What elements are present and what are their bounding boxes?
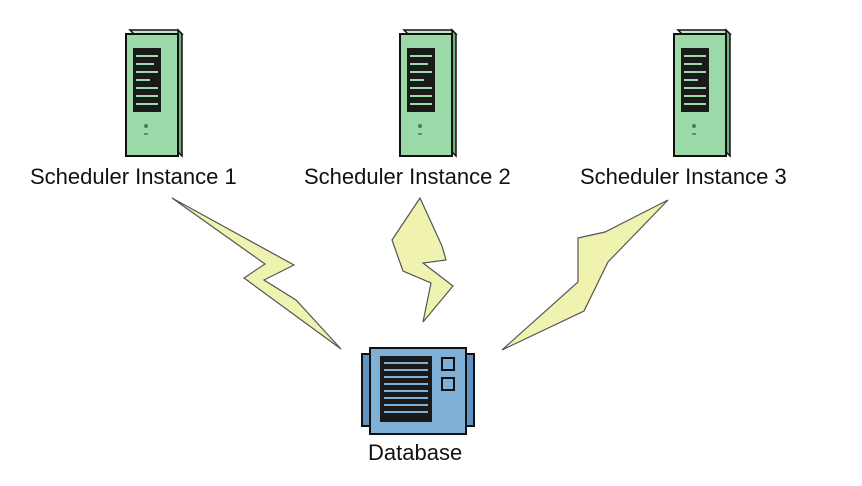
bolt-scheduler-1-to-database [171, 197, 342, 350]
bolt-scheduler-2-to-database [391, 196, 454, 323]
bolt-scheduler-3-to-database [501, 199, 669, 351]
database-server-icon [361, 347, 475, 435]
scheduler-instance-3-label: Scheduler Instance 3 [580, 164, 787, 189]
scheduler-instance-2-label: Scheduler Instance 2 [304, 164, 511, 189]
scheduler-instance-1-label: Scheduler Instance 1 [30, 164, 237, 189]
server-tower-icon [673, 28, 732, 158]
server-tower-icon [399, 28, 458, 158]
server-tower-icon [125, 28, 184, 158]
database-label: Database [368, 440, 463, 465]
connection-bolts [171, 196, 669, 351]
